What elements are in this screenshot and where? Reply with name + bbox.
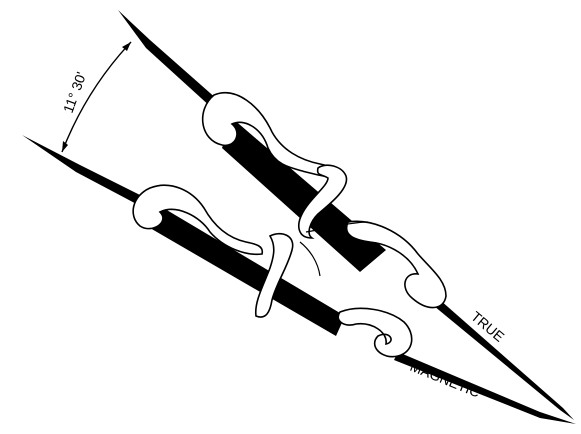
true-needle — [118, 10, 574, 420]
magnetic-needle-tail — [22, 135, 150, 208]
angle-arrowhead-bottom — [62, 141, 68, 152]
magnetic-label: MAGNETIC — [408, 358, 483, 401]
true-needle-tail — [118, 10, 218, 108]
angle-dimension: 11° 30' — [60, 42, 131, 152]
angle-label: 11° 30' — [60, 70, 89, 115]
magnetic-needle-lower-twist — [338, 308, 412, 356]
true-label: TRUE — [468, 308, 507, 345]
